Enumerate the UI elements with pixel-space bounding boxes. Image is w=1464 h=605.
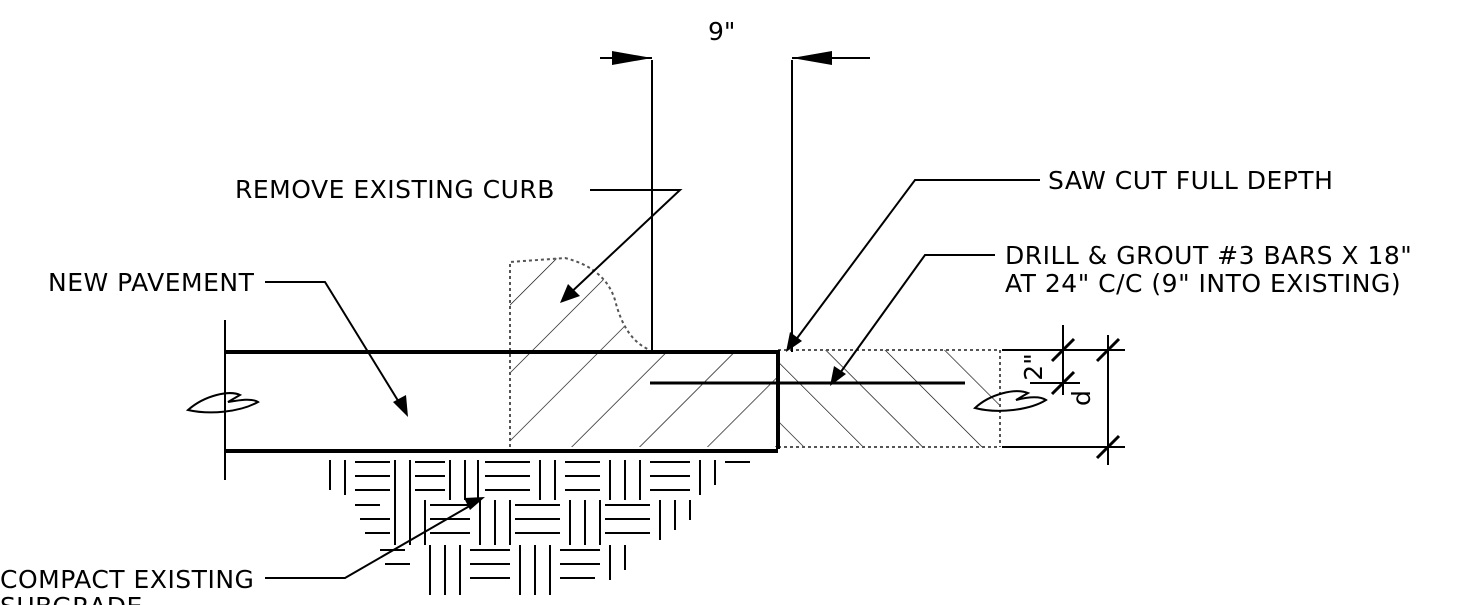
drill-grout-label-line2: AT 24" C/C (9" INTO EXISTING) bbox=[1005, 269, 1401, 298]
existing-pavement-section bbox=[778, 349, 1001, 448]
compacted-subgrade-pattern bbox=[329, 460, 750, 595]
dimension-9in-label: 9" bbox=[708, 17, 735, 46]
dimension-9in bbox=[600, 51, 870, 352]
break-symbol-left bbox=[185, 392, 260, 414]
saw-cut-label: SAW CUT FULL DEPTH bbox=[1048, 166, 1333, 195]
new-pavement-slab bbox=[224, 320, 778, 480]
drill-grout-label-line1: DRILL & GROUT #3 BARS X 18" bbox=[1005, 241, 1412, 270]
dimension-2in-label: 2" bbox=[1019, 353, 1048, 380]
existing-curb-section bbox=[509, 256, 778, 447]
dimension-d-label: d bbox=[1067, 390, 1096, 406]
dimension-depth bbox=[1002, 325, 1125, 465]
break-symbol-right bbox=[972, 390, 1048, 412]
new-pavement-label: NEW PAVEMENT bbox=[48, 268, 255, 297]
compact-label-line1: COMPACT EXISTING bbox=[0, 565, 254, 594]
remove-curb-label: REMOVE EXISTING CURB bbox=[235, 175, 555, 204]
leaders bbox=[265, 179, 1040, 579]
compact-label-line2: SUBGRADE bbox=[0, 592, 143, 605]
